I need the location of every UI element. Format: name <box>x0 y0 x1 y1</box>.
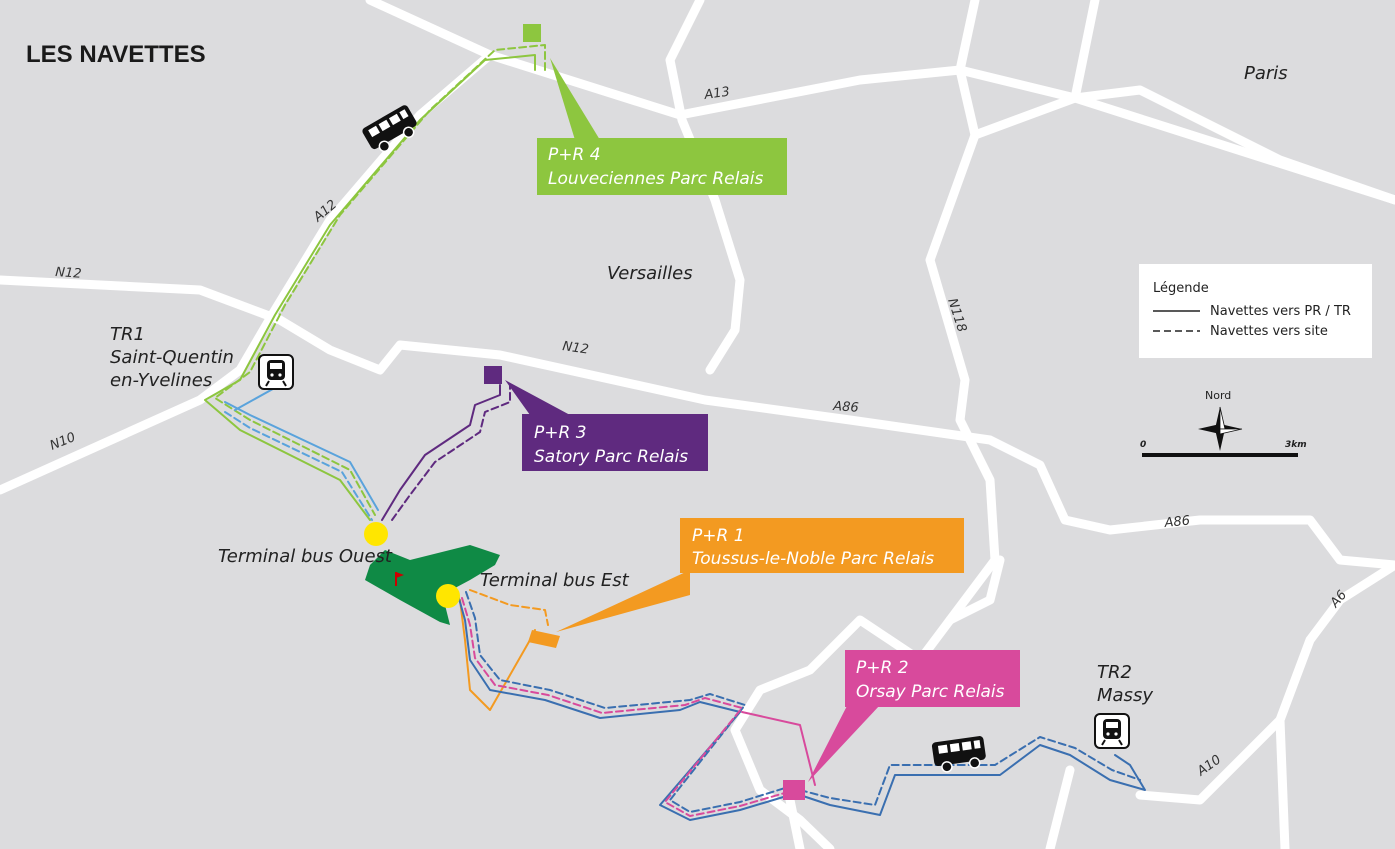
map-title: LES NAVETTES <box>26 41 206 68</box>
terminal-est-label: Terminal bus Est <box>480 570 630 591</box>
terminal-est-marker <box>436 584 460 608</box>
callout-pr2-line1: P+R 2 <box>856 658 909 678</box>
bus-icon <box>931 736 986 773</box>
road-label-n12-mid: N12 <box>561 339 589 358</box>
site-shape <box>365 545 500 625</box>
legend: Légende Navettes vers PR / TR Navettes v… <box>1139 264 1372 358</box>
callout-pr4-line1: P+R 4 <box>548 145 601 165</box>
compass-icon <box>1198 406 1243 451</box>
legend-dashed-label: Navettes vers site <box>1210 324 1328 339</box>
terminal-ouest-label: Terminal bus Ouest <box>218 546 393 567</box>
site-flag-icon <box>395 572 404 586</box>
pr1-marker <box>528 630 560 648</box>
scale-end-label: 3km <box>1285 440 1307 450</box>
legend-solid-label: Navettes vers PR / TR <box>1210 304 1351 319</box>
tr1-code: TR1 <box>110 324 145 345</box>
train-icon <box>258 354 294 390</box>
callout-pr1: P+R 1 Toussus-le-Noble Parc Relais <box>556 518 964 632</box>
pr3-marker <box>484 366 502 384</box>
pr4-marker <box>523 24 541 42</box>
callout-pr3-line2: Satory Parc Relais <box>534 447 688 467</box>
train-icon <box>1094 713 1130 749</box>
scale-bar: 0 3km <box>1140 440 1307 457</box>
road-label-n12-west: N12 <box>55 265 82 282</box>
tr1-name-line1: Saint-Quentin <box>110 347 234 368</box>
callout-pr4-line2: Louveciennes Parc Relais <box>548 169 764 189</box>
road-label-a86-north: A86 <box>832 399 859 416</box>
tr2-code: TR2 <box>1097 662 1132 683</box>
tr1-name-line2: en-Yvelines <box>110 370 212 391</box>
bus-icon <box>362 105 417 153</box>
callout-pr2-line2: Orsay Parc Relais <box>856 682 1005 702</box>
place-versailles: Versailles <box>607 263 693 284</box>
tr2-name: Massy <box>1097 685 1153 706</box>
pr2-marker <box>783 780 805 800</box>
callout-pr3: P+R 3 Satory Parc Relais <box>505 380 708 471</box>
legend-title: Légende <box>1153 281 1209 296</box>
callout-pr1-line2: Toussus-le-Noble Parc Relais <box>692 549 934 569</box>
road-label-a86-south: A86 <box>1163 513 1191 531</box>
compass-label: Nord <box>1205 389 1231 402</box>
callout-pr4: P+R 4 Louveciennes Parc Relais <box>537 58 787 195</box>
scale-start-label: 0 <box>1140 440 1146 450</box>
callout-pr2: P+R 2 Orsay Parc Relais <box>808 650 1020 782</box>
road-label-a13: A13 <box>702 85 730 104</box>
terminal-ouest-marker <box>364 522 388 546</box>
callout-pr1-line1: P+R 1 <box>692 526 745 546</box>
place-paris: Paris <box>1244 63 1288 84</box>
callout-pr3-line1: P+R 3 <box>534 423 587 443</box>
